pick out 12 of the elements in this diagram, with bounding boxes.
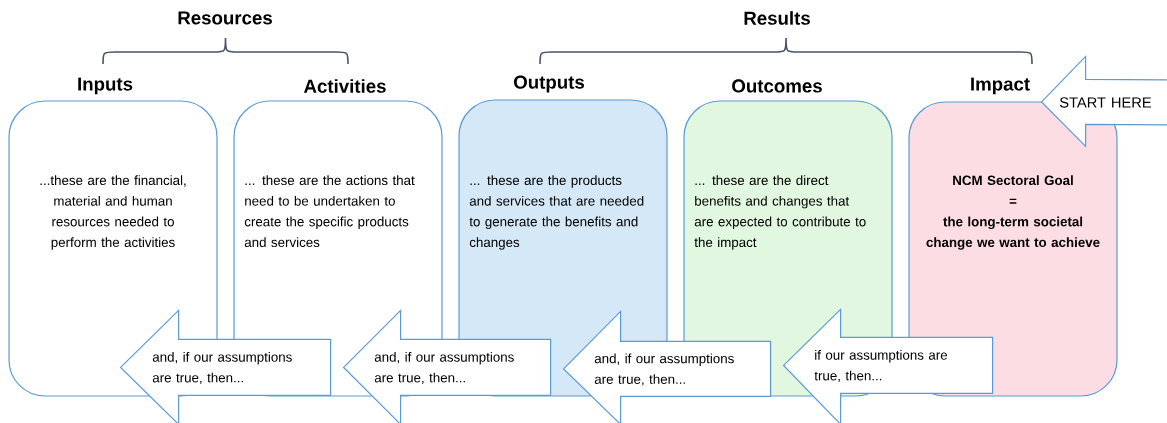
node-label: Activities xyxy=(303,79,386,93)
edge-label: if our assumptions are true, then... xyxy=(814,349,948,382)
edge-label: and, if our assumptions are true, then... xyxy=(152,351,292,384)
edge-label: and, if our assumptions are true, then... xyxy=(594,353,734,386)
group-heading: Resources xyxy=(178,11,272,25)
node-label: Inputs xyxy=(78,77,133,95)
node-label: Impact xyxy=(971,77,1030,95)
group-heading: Results xyxy=(744,11,810,25)
node-label: Outcomes xyxy=(732,79,822,93)
edge-label: and, if our assumptions are true, then... xyxy=(374,351,514,384)
node-label: Outputs xyxy=(514,75,585,93)
edge-label: START HERE xyxy=(1059,97,1151,108)
